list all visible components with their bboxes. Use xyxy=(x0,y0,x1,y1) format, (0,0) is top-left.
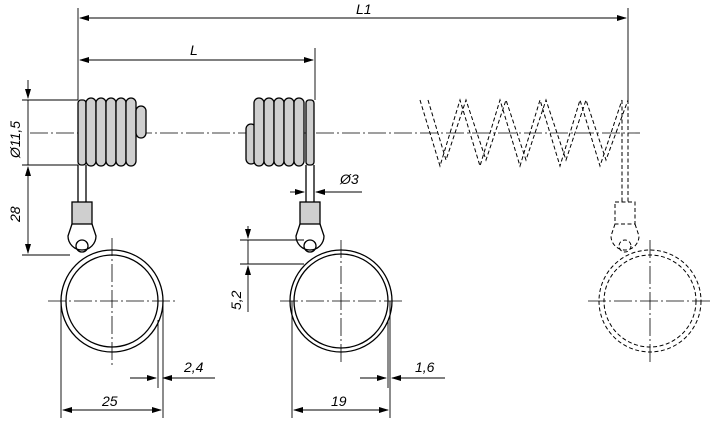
dimension-l1: L1 xyxy=(77,1,629,100)
dim-wire-diameter-label: Ø3 xyxy=(339,171,359,187)
dim-ring-wire-small-label: 1,6 xyxy=(415,359,435,375)
dim-ring-small-label: 19 xyxy=(331,393,347,409)
middle-key-ring xyxy=(280,240,402,362)
dimension-coil-diameter: Ø11,5 xyxy=(7,80,78,166)
dimension-ring-wire-small: 1,6 xyxy=(360,320,445,388)
dimension-wire-diameter: Ø3 xyxy=(290,171,362,195)
extended-key-ring-phantom xyxy=(588,240,712,362)
dim-ring-wire-large-label: 2,4 xyxy=(183,359,204,375)
middle-spring-coil xyxy=(245,97,315,167)
dim-ring-large-label: 25 xyxy=(101,393,118,409)
left-key-ring xyxy=(48,238,178,365)
left-spring-coil xyxy=(77,97,147,167)
middle-lanyard xyxy=(295,165,325,253)
dimension-ring-small: 19 xyxy=(291,301,391,418)
dimension-ring-wire-large: 2,4 xyxy=(130,320,215,388)
dim-eyelet-offset-label: 5,2 xyxy=(228,290,244,310)
dim-lanyard-label: 28 xyxy=(7,206,23,223)
extended-spring-phantom xyxy=(419,98,629,202)
dim-coil-diameter-label: Ø11,5 xyxy=(7,121,23,159)
extended-lanyard-phantom xyxy=(610,201,640,253)
dimension-l: L xyxy=(79,42,316,100)
dimension-lanyard: 28 xyxy=(7,166,70,256)
dim-l1-label: L1 xyxy=(356,1,372,17)
dimension-ring-large: 25 xyxy=(60,301,164,418)
dimension-eyelet-offset: 5,2 xyxy=(228,226,304,312)
dim-l-label: L xyxy=(190,42,198,58)
left-lanyard xyxy=(67,165,97,253)
